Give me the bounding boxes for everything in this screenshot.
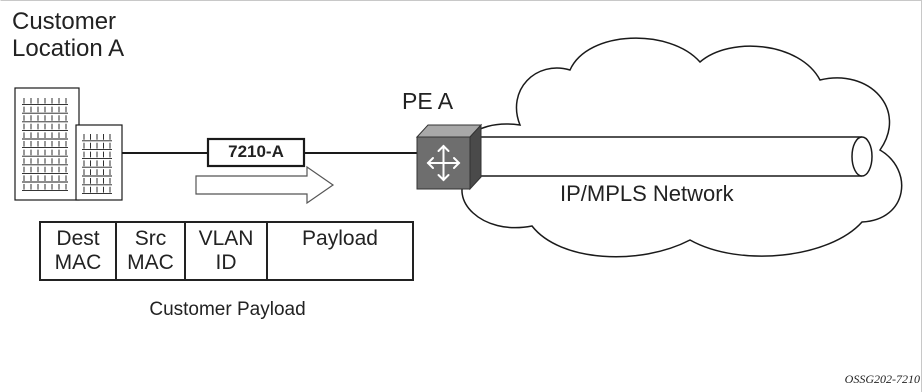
building-icon <box>14 87 123 201</box>
field-line2: MAC <box>54 251 102 274</box>
frame-field-src-mac: Src MAC <box>115 221 186 281</box>
device-label: 7210-A <box>228 142 284 161</box>
field-line2: ID <box>215 251 237 274</box>
direction-arrow-icon <box>195 165 335 205</box>
customer-location-line2: Location A <box>12 35 125 62</box>
frame-format-table: Dest MAC Src MAC VLAN ID Payload <box>39 221 414 281</box>
router-icon <box>415 123 483 191</box>
frame-caption: Customer Payload <box>149 299 306 320</box>
customer-location-title: Customer Location A <box>12 8 124 62</box>
network-label: IP/MPLS Network <box>560 181 734 206</box>
tunnel-end <box>851 136 873 177</box>
field-line1: VLAN <box>198 227 254 250</box>
mpls-tunnel <box>478 136 873 177</box>
frame-field-payload: Payload <box>266 221 414 281</box>
field-line2: MAC <box>127 251 174 274</box>
frame-field-vlan-id: VLAN ID <box>184 221 268 281</box>
figure-id: OSSG202-7210 <box>844 372 920 386</box>
router-arrows-icon <box>426 144 461 182</box>
frame-field-dest-mac: Dest MAC <box>39 221 117 281</box>
router-side <box>469 123 482 191</box>
field-line1: Dest <box>56 227 100 250</box>
device-box <box>206 137 306 168</box>
customer-location-line1: Customer <box>12 8 117 35</box>
field-line1: Src <box>134 227 167 250</box>
frame-row: Dest MAC Src MAC VLAN ID Payload <box>39 221 414 281</box>
building-windows <box>22 98 112 195</box>
cloud-shape <box>459 37 903 258</box>
pe-label: PE A <box>402 88 454 114</box>
field-line1: Payload <box>302 227 378 250</box>
building-short <box>75 124 123 201</box>
field-line2 <box>268 251 412 275</box>
tunnel-body <box>478 136 862 177</box>
